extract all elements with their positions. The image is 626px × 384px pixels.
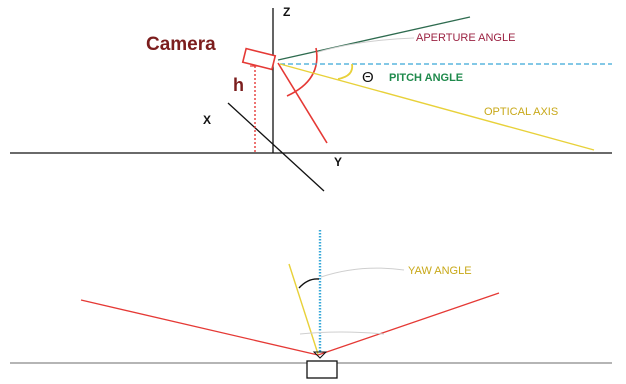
camera-field-edge-lower [277,62,328,144]
top-view: YAW ANGLE [10,230,612,379]
yaw-angle-label: YAW ANGLE [408,265,472,277]
bottom-camera-body [306,360,338,379]
height-label: h [233,75,244,95]
fov-right-edge [317,292,500,356]
axis-z-label: Z [283,5,290,19]
aperture-upper-ray [277,16,471,61]
side-view: Z X Y h Camera APERTURE ANGLE OPTICAL AX… [10,5,612,192]
x-axis [227,102,325,192]
camera-body [241,47,277,71]
axis-x-label: X [203,113,211,127]
optical-axis-label: OPTICAL AXIS [484,106,558,118]
pitch-angle-label: PITCH ANGLE [389,72,463,84]
yaw-leader [320,267,405,278]
aperture-angle-label: APERTURE ANGLE [416,32,515,44]
camera-direction-marker [312,351,328,359]
optical-axis-line [279,63,595,151]
yaw-leader-lower [299,331,385,335]
pitch-symbol: Θ [362,69,374,86]
yaw-arc [298,278,320,289]
pitch-arc [337,63,354,80]
bottom-optical-axis [288,263,319,355]
aperture-leader [317,37,415,53]
camera-label: Camera [146,34,216,55]
aperture-arc [286,47,318,97]
fov-left-edge [80,299,319,356]
axis-y-label: Y [334,155,342,169]
